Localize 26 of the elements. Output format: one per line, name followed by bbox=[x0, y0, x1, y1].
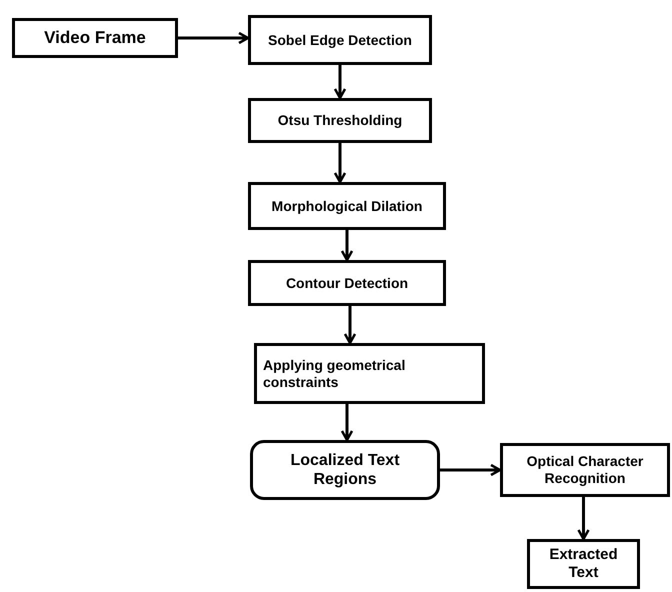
arrow bbox=[178, 32, 250, 44]
node-label: Otsu Thresholding bbox=[278, 112, 402, 129]
arrow bbox=[334, 65, 346, 100]
arrow bbox=[344, 306, 356, 344]
node-label: Morphological Dilation bbox=[272, 198, 422, 214]
node-label: Localized Text Regions bbox=[289, 450, 401, 490]
process-box bbox=[500, 443, 670, 497]
process-box bbox=[12, 18, 178, 58]
arrow bbox=[340, 404, 354, 442]
node-label: Optical Character Recognition bbox=[526, 453, 644, 487]
node-label: Video Frame bbox=[44, 28, 146, 48]
process-box bbox=[254, 343, 485, 404]
rounded-box bbox=[250, 440, 440, 500]
arrow bbox=[440, 464, 502, 476]
process-box bbox=[248, 260, 446, 306]
node-label: Applying geometrical constraints bbox=[263, 356, 406, 390]
process-box bbox=[248, 98, 432, 143]
node-label: Contour Detection bbox=[286, 274, 408, 292]
arrow bbox=[340, 230, 354, 262]
node-label: Extracted Text bbox=[548, 546, 619, 582]
process-box bbox=[527, 539, 640, 589]
process-box bbox=[248, 182, 446, 230]
process-box bbox=[248, 15, 432, 65]
arrow bbox=[577, 497, 590, 540]
arrow bbox=[334, 143, 346, 184]
node-label: Sobel Edge Detection bbox=[268, 32, 412, 48]
